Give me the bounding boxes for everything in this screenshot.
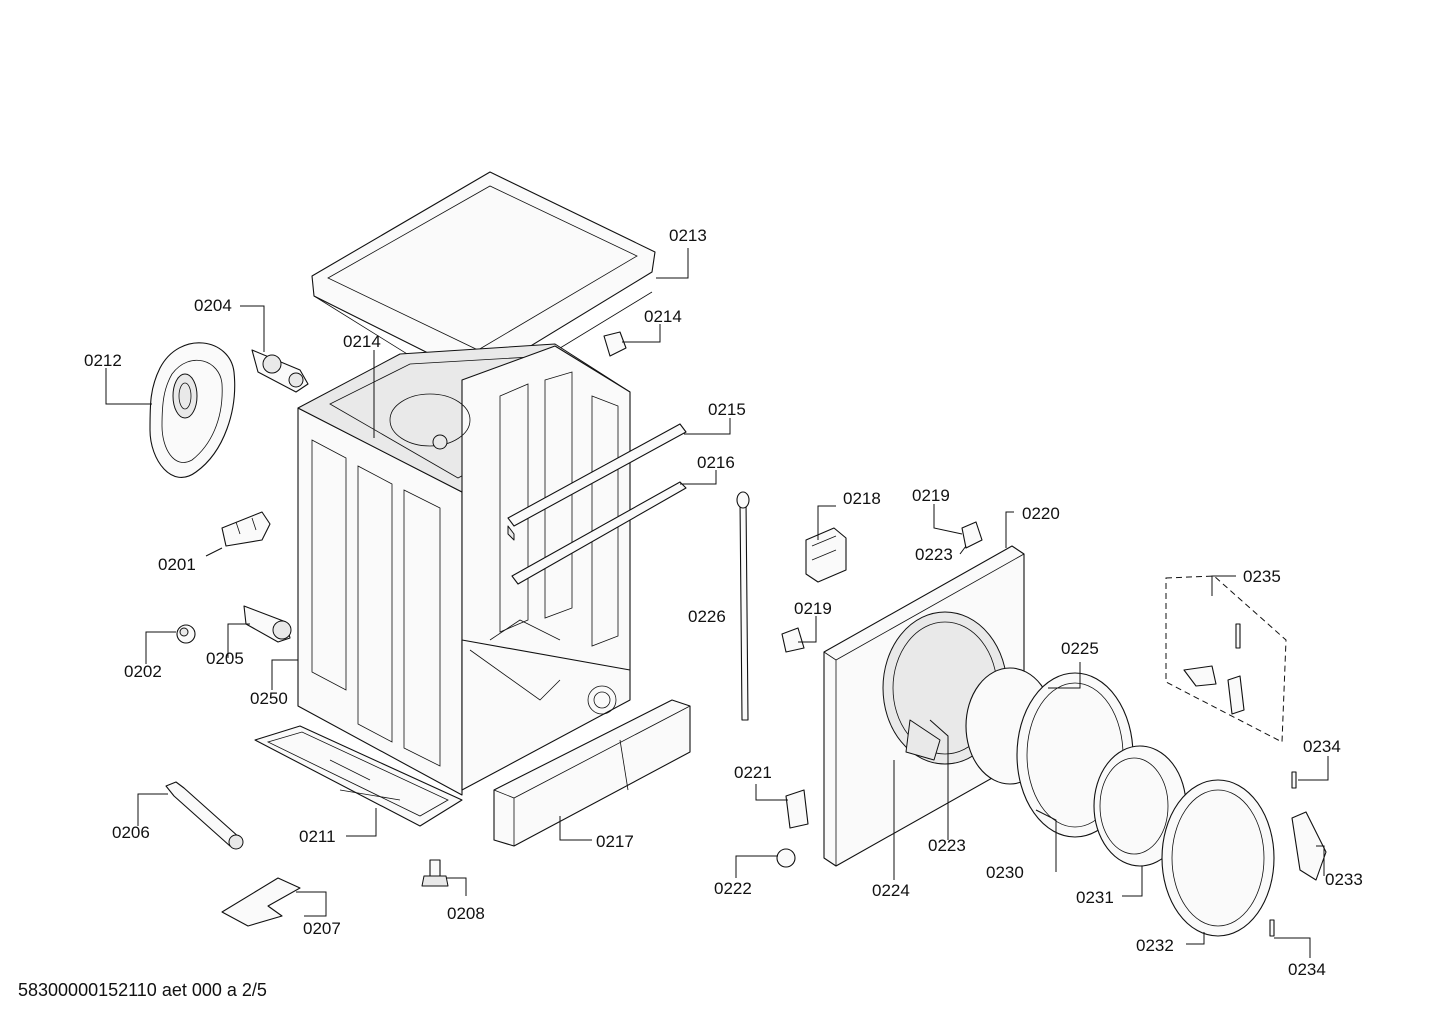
document-code: 58300000152110 aet 000 a 2/5 [18, 980, 267, 1000]
callout-0201: 0201 [158, 555, 196, 574]
hinge-part-lower[interactable] [781, 627, 805, 653]
pin-part-upper[interactable] [1291, 771, 1297, 789]
cabinet-frame-part[interactable] [297, 343, 631, 796]
clip-part[interactable] [603, 331, 627, 357]
support-rail-part[interactable] [511, 481, 687, 585]
control-module-part[interactable] [805, 527, 847, 583]
door-strap-part[interactable] [736, 491, 750, 721]
door-lock-kit-part[interactable] [1165, 575, 1287, 743]
callout-0234-lower: 0234 [1288, 960, 1326, 979]
callout-0219-upper: 0219 [912, 486, 950, 505]
callout-0233: 0233 [1325, 870, 1363, 889]
callout-labels: 0213 0204 0214 0214 0212 0215 0216 0218 … [84, 226, 1363, 979]
callout-0202: 0202 [124, 662, 162, 681]
callout-0230: 0230 [986, 863, 1024, 882]
callout-0217: 0217 [596, 832, 634, 851]
callout-0221: 0221 [734, 763, 772, 782]
callout-0232: 0232 [1136, 936, 1174, 955]
callout-0223-lower: 0223 [928, 836, 966, 855]
callout-0213: 0213 [669, 226, 707, 245]
bracket-part[interactable] [221, 877, 301, 927]
pin-part-lower[interactable] [1269, 919, 1275, 937]
door-latch-part[interactable] [785, 789, 809, 829]
hinge-part-upper[interactable] [961, 521, 983, 549]
callout-0204: 0204 [194, 296, 232, 315]
small-cap-part[interactable] [776, 848, 796, 868]
shock-absorber-part[interactable] [243, 605, 292, 643]
callout-0226: 0226 [688, 607, 726, 626]
callout-0205: 0205 [206, 649, 244, 668]
callout-0250: 0250 [250, 689, 288, 708]
callout-0219-lower: 0219 [794, 599, 832, 618]
top-cover-part[interactable] [311, 171, 656, 399]
callout-0207: 0207 [303, 919, 341, 938]
callout-0211: 0211 [299, 827, 336, 846]
clamp-part[interactable] [221, 511, 271, 547]
callout-0214-left: 0214 [343, 332, 381, 351]
callout-0225: 0225 [1061, 639, 1099, 658]
rear-cover-part[interactable] [149, 342, 236, 478]
callout-0212: 0212 [84, 351, 122, 370]
wrench-part[interactable] [165, 781, 244, 850]
callout-0235: 0235 [1243, 567, 1281, 586]
callout-0214-right: 0214 [644, 307, 682, 326]
callout-0223-upper: 0223 [915, 545, 953, 564]
callout-0224: 0224 [872, 881, 910, 900]
callout-0218: 0218 [843, 489, 881, 508]
callout-0231: 0231 [1076, 888, 1114, 907]
callout-0234-upper: 0234 [1303, 737, 1341, 756]
door-glass-part[interactable] [1093, 745, 1187, 867]
door-outer-ring-part[interactable] [1161, 779, 1275, 937]
callout-0216: 0216 [697, 453, 735, 472]
crossbar-rail-part[interactable] [507, 423, 687, 541]
rubber-foot-part[interactable] [176, 624, 196, 644]
callout-0215: 0215 [708, 400, 746, 419]
foot-bolt-part[interactable] [421, 859, 449, 887]
callout-0220: 0220 [1022, 504, 1060, 523]
callout-0206: 0206 [112, 823, 150, 842]
suspension-damper-part[interactable] [251, 349, 309, 393]
base-plate-part[interactable] [254, 725, 463, 827]
leader-lines [105, 248, 1329, 958]
door-handle-part[interactable] [1291, 811, 1327, 881]
callout-0222: 0222 [714, 879, 752, 898]
plinth-panel-part[interactable] [493, 699, 691, 847]
callout-0208: 0208 [447, 904, 485, 923]
